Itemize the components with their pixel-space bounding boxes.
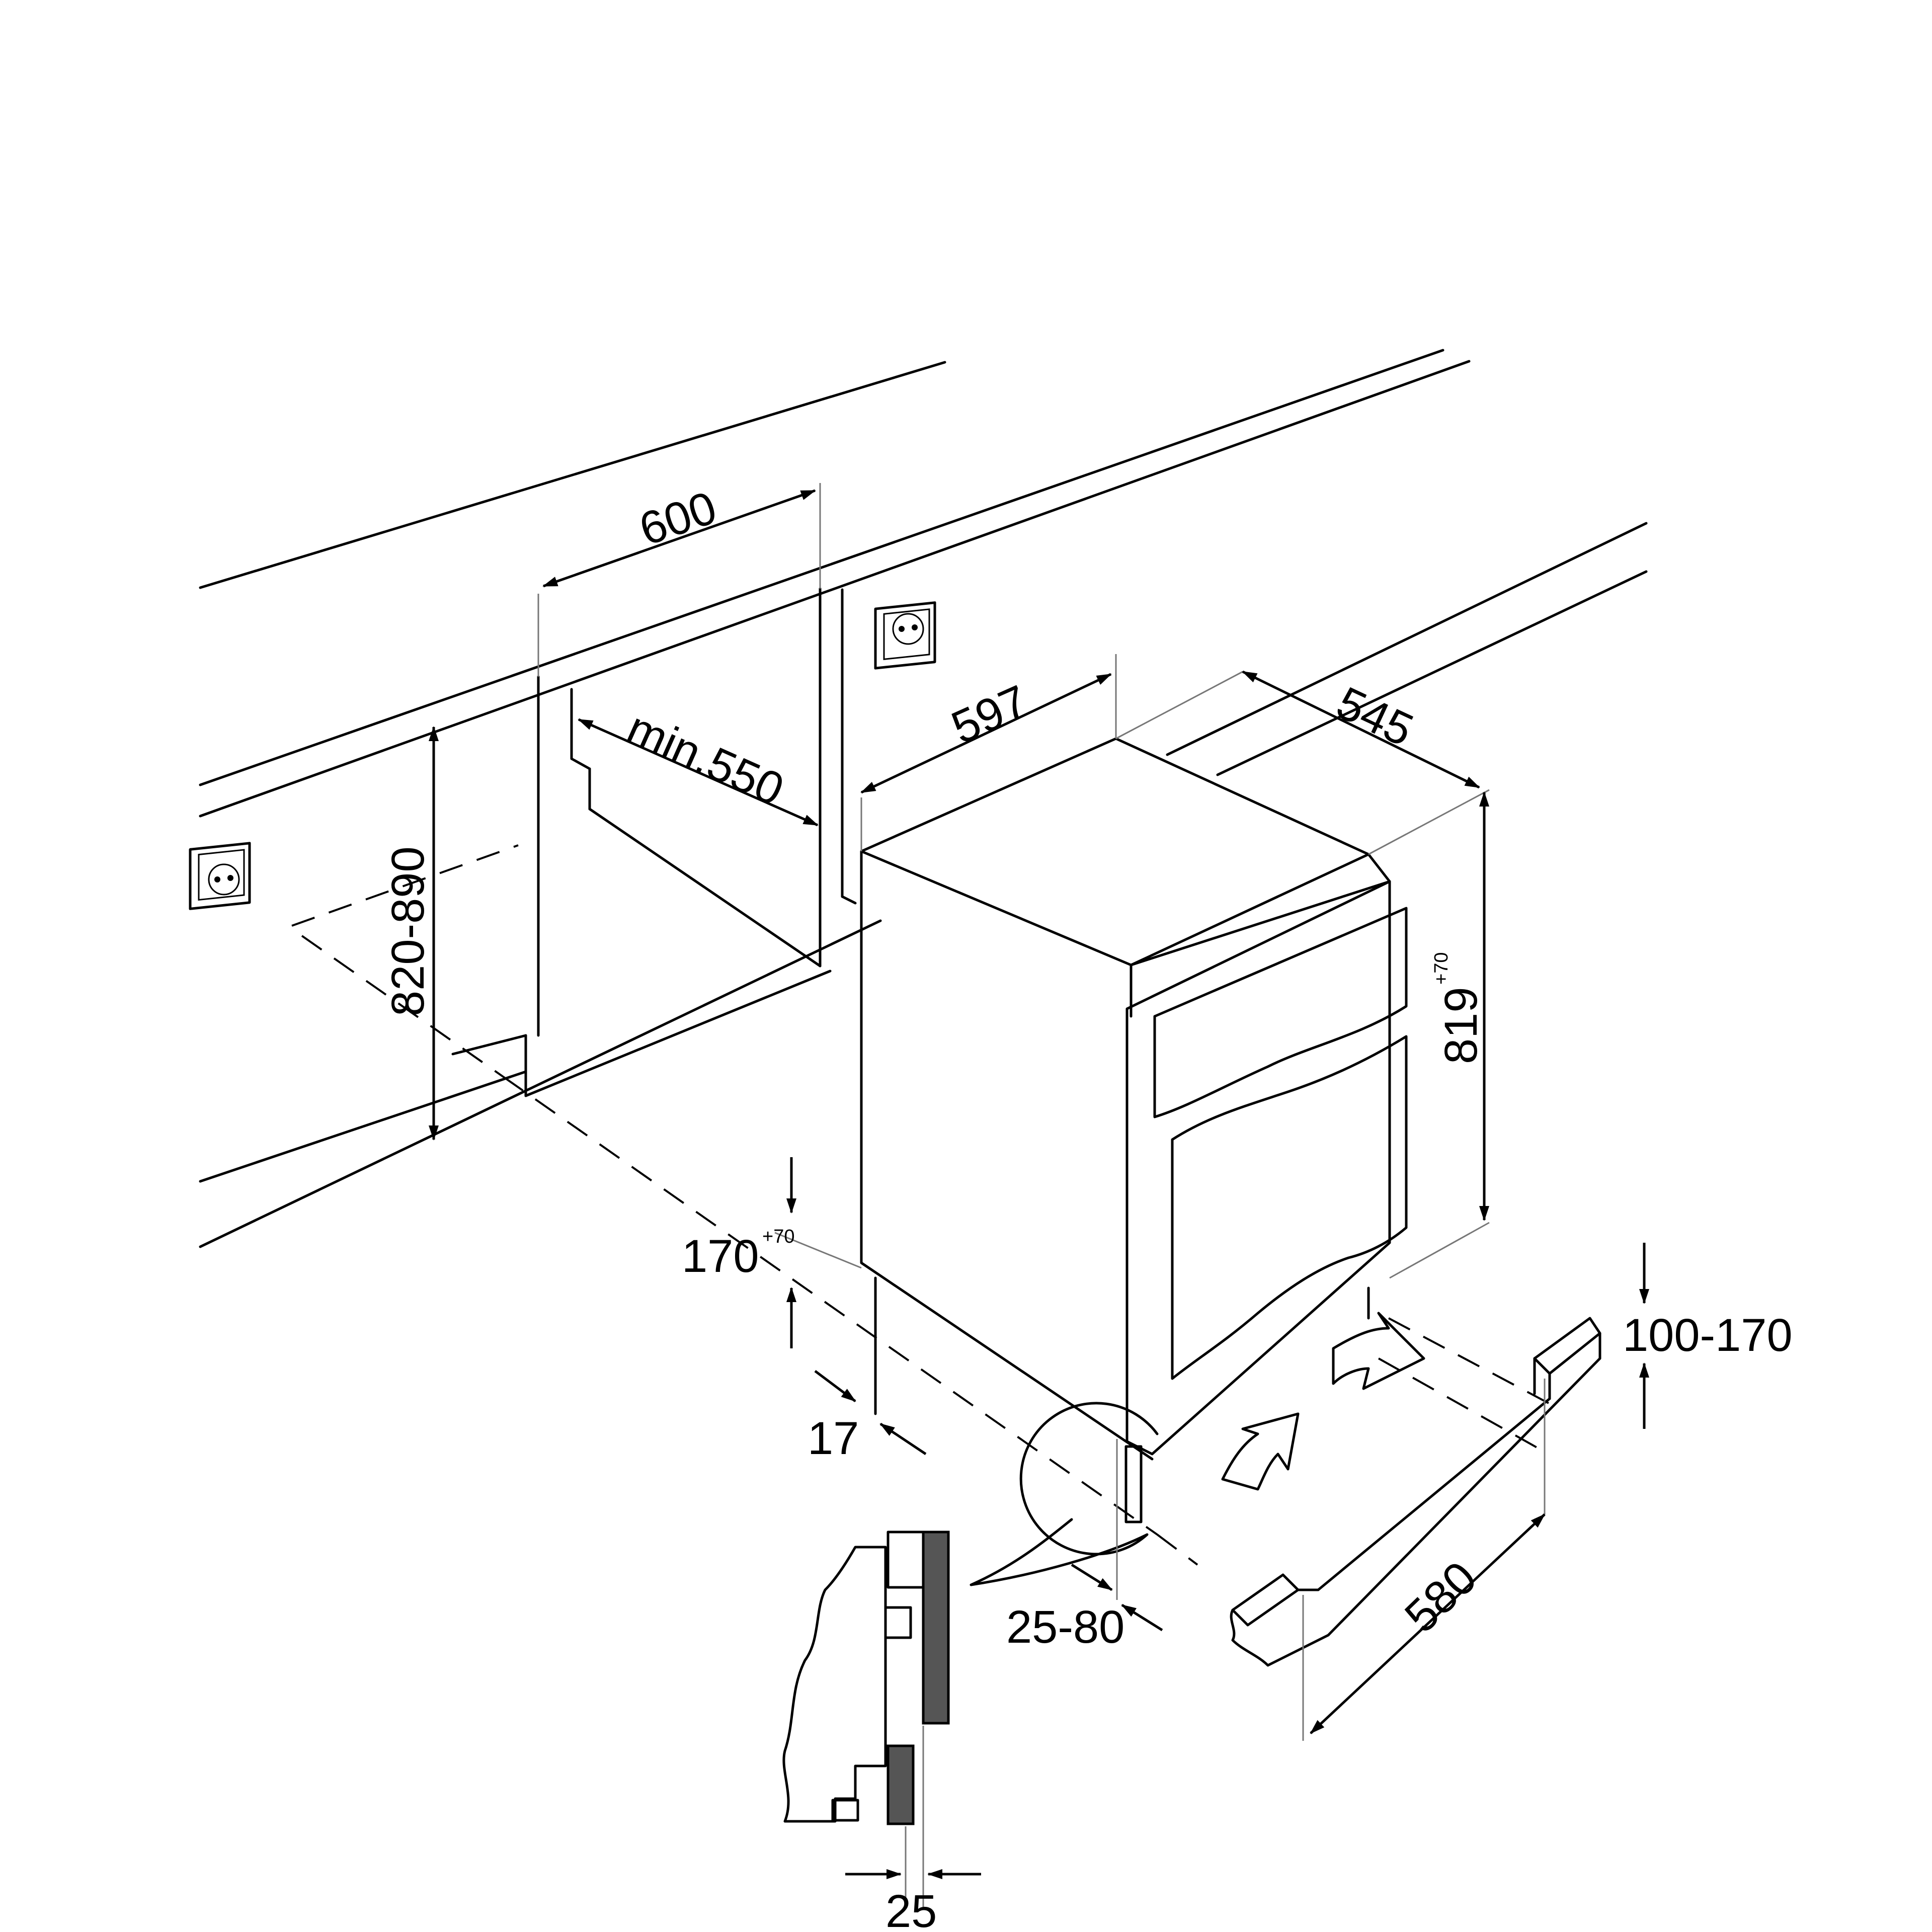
left-cabinet [451,587,822,1097]
floor-dashed-lines [291,844,1550,1566]
refrigerator [860,737,1408,1461]
door-gap-label: 25-80 [1006,1601,1124,1653]
right-cabinet [841,588,857,905]
niche-height-label: 820-890 [382,846,434,1016]
plinth-height-label: 170 +70 [682,1226,794,1282]
extension-lines [537,483,1546,1907]
detail-thickness-label: 25 [886,1886,937,1932]
dimension-pointers [786,1157,1649,1879]
appliance-height-value: 819 [1435,987,1487,1065]
plinth-height-value: 170 [682,1231,759,1282]
dimension-lines [429,489,1546,1734]
floor-line [199,919,882,1248]
niche-depth-label: min.550 [620,702,791,816]
detail-callout [970,1402,1159,1586]
appliance-height-tolerance: +70 [1431,952,1452,985]
kickplate-height-label: 100-170 [1623,1310,1793,1361]
airflow-out-arrow-icon [1332,1312,1425,1390]
power-socket-icon [189,842,251,910]
plinth-height-tolerance: +70 [762,1226,794,1247]
kickplate-length-label: 580 [1395,1552,1486,1642]
appliance-height-label: 819 +70 [1431,952,1487,1064]
detail-view [782,1531,950,1825]
airflow-in-arrow-icon [1221,1412,1300,1491]
power-socket-icon [874,601,936,670]
plinth-setback-label: 17 [808,1413,859,1464]
niche-width-label: 600 [633,481,722,555]
appliance-width-label: 597 [944,676,1036,754]
worktop [199,349,1648,818]
appliance-depth-label: 545 [1329,677,1421,756]
